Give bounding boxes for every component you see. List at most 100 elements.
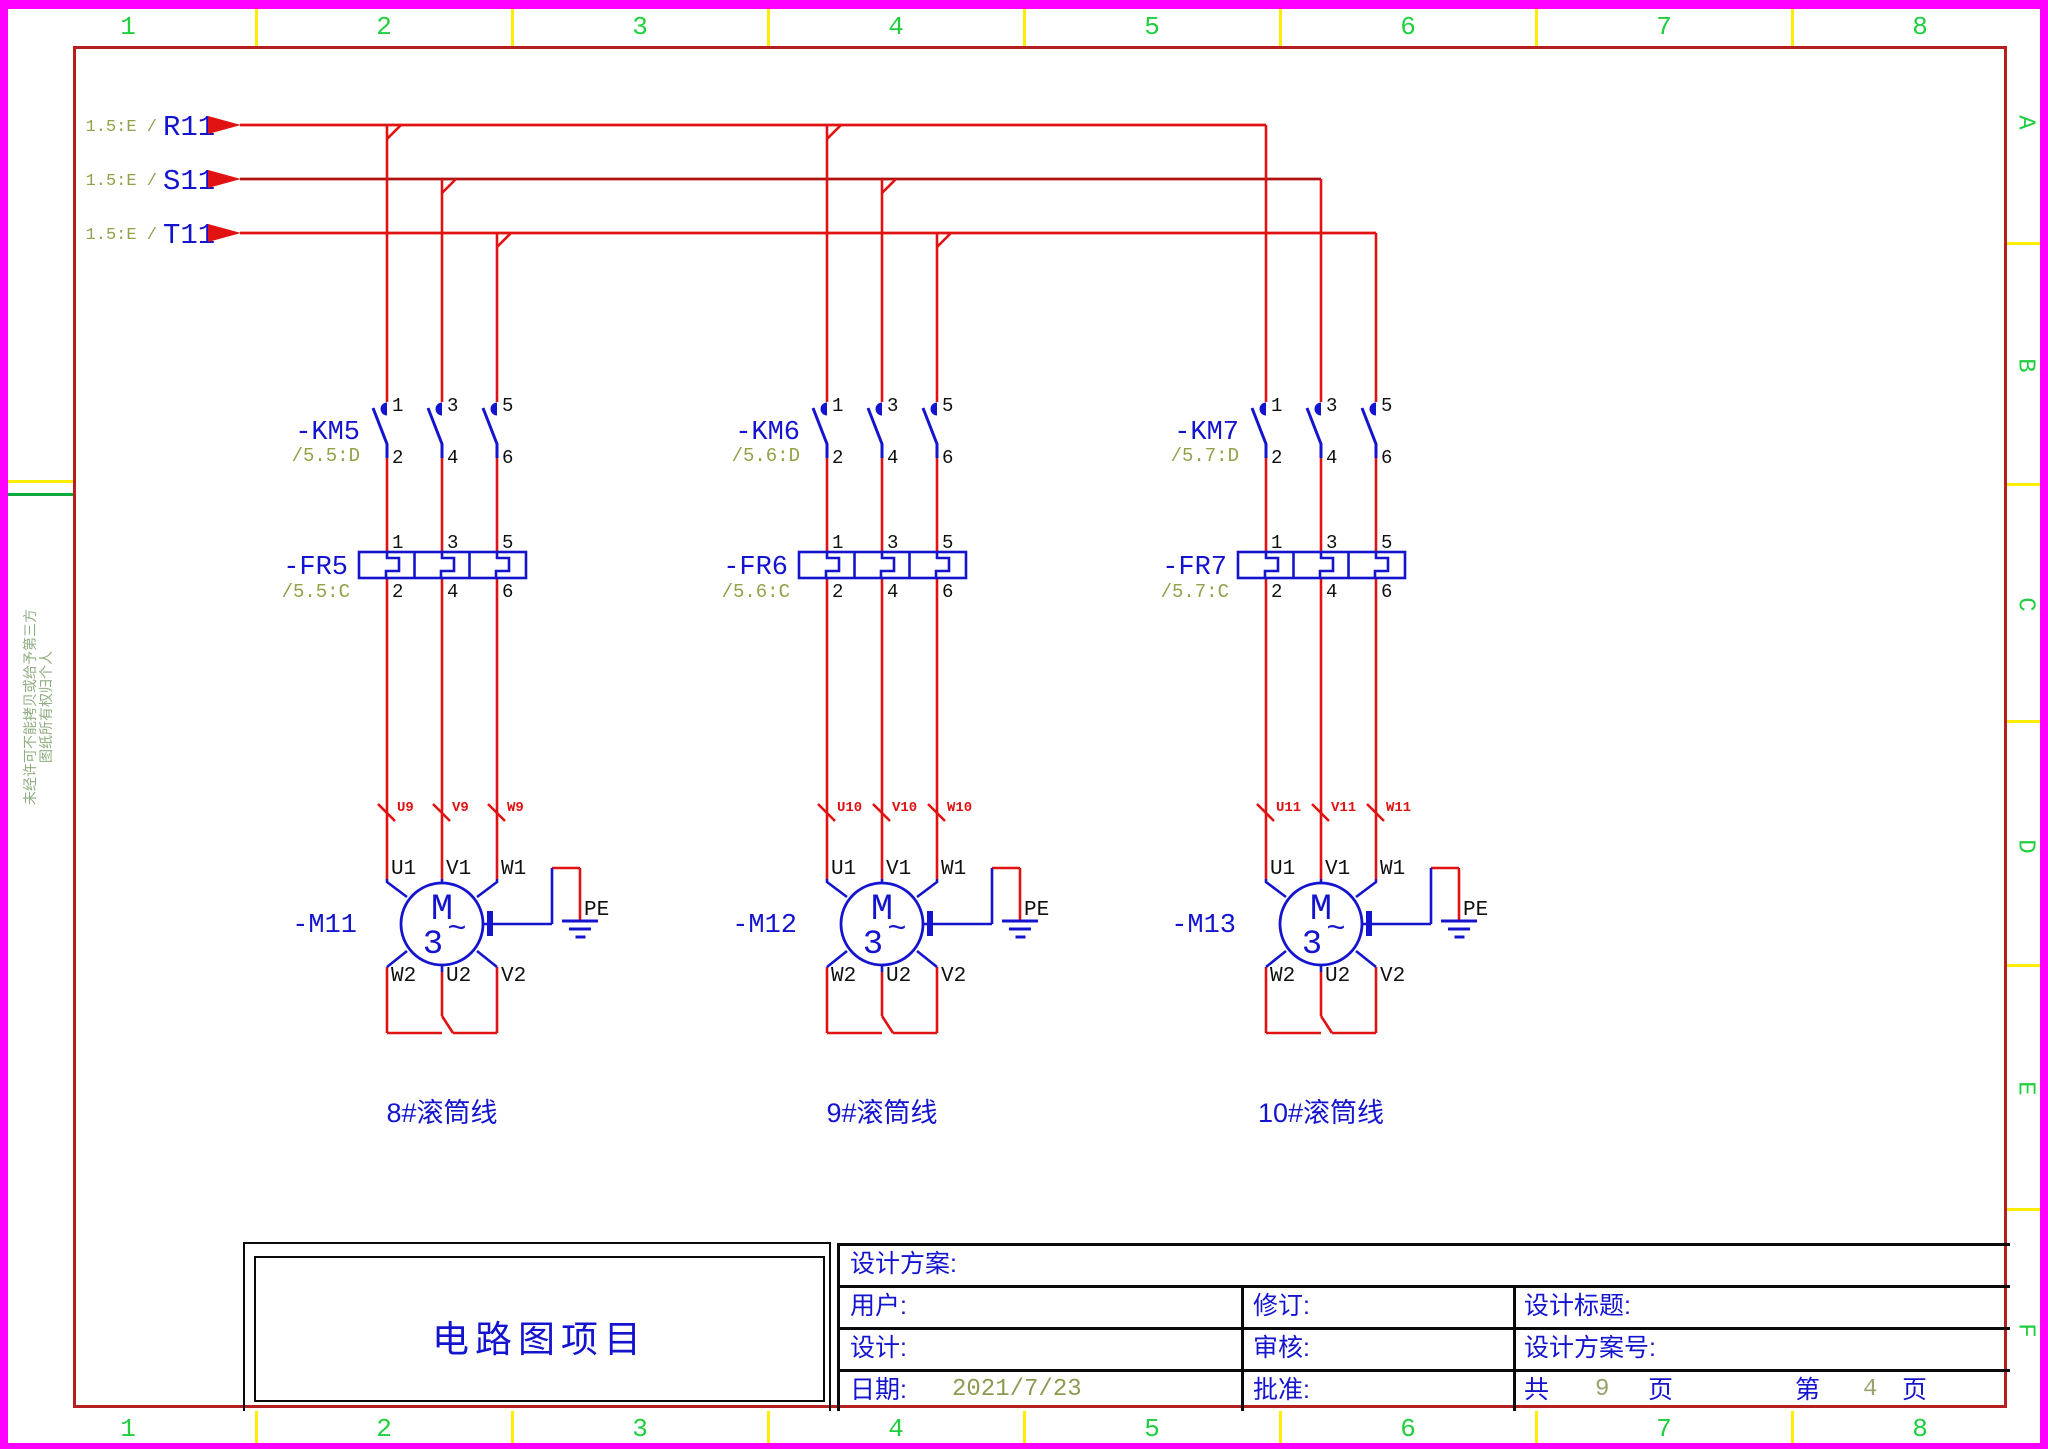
pe-terminal-bar bbox=[927, 911, 933, 936]
pe-terminal-bar bbox=[1366, 911, 1372, 936]
contactor-label: -KM5 bbox=[295, 418, 360, 448]
ground-icon bbox=[1002, 919, 1038, 939]
pin-label: 3 bbox=[887, 395, 898, 417]
project-title: 电路图项目 bbox=[432, 1319, 647, 1360]
phase-name-label: T11 bbox=[163, 219, 215, 252]
contactor-ref: /5.6:D bbox=[732, 445, 800, 467]
relay-ref: /5.7:C bbox=[1161, 581, 1229, 603]
thermal-relay-symbol bbox=[1236, 550, 1407, 580]
terminal-label: V1 bbox=[1325, 858, 1350, 881]
pin-label: 2 bbox=[392, 447, 403, 469]
branch-caption: 8#滚筒线 bbox=[386, 1098, 497, 1128]
motor-label: -M11 bbox=[292, 911, 357, 941]
pin-label: 4 bbox=[1326, 447, 1337, 469]
branch-wires bbox=[1256, 125, 1461, 1035]
pe-label: PE bbox=[584, 899, 609, 922]
col-label-top: 7 bbox=[1656, 12, 1672, 42]
contactor-label: -KM7 bbox=[1174, 418, 1239, 448]
phase-name-label: R11 bbox=[163, 111, 215, 144]
terminal-label: W2 bbox=[1270, 965, 1295, 988]
motor-symbol: M 3 ~ PE bbox=[1264, 868, 1488, 972]
contact-blades bbox=[1250, 407, 1378, 458]
contact-point bbox=[930, 402, 937, 416]
pe-label: PE bbox=[1024, 899, 1049, 922]
grid-tick bbox=[767, 1411, 770, 1443]
pin-label: 4 bbox=[887, 447, 898, 469]
pin-label: 3 bbox=[887, 532, 898, 554]
terminal-label: V1 bbox=[886, 858, 911, 881]
pe-terminal-bar bbox=[487, 911, 493, 936]
pin-label: 4 bbox=[887, 581, 898, 603]
motor-leads bbox=[1264, 868, 1433, 972]
grid-tick bbox=[1791, 1411, 1794, 1443]
relay-label: -FR6 bbox=[723, 553, 788, 583]
pin-label: 5 bbox=[1381, 395, 1392, 417]
design-title-label: 设计标题: bbox=[1524, 1292, 1631, 1320]
total-pages-value: 9 bbox=[1595, 1376, 1610, 1403]
phase-arrow-icon bbox=[208, 170, 241, 188]
grid-tick bbox=[1023, 9, 1026, 46]
fold-mark-green bbox=[8, 493, 73, 496]
motor-m-glyph: M bbox=[431, 889, 453, 931]
motor-label: -M12 bbox=[732, 911, 797, 941]
grid-tick bbox=[1791, 9, 1794, 46]
pin-label: 1 bbox=[832, 395, 843, 417]
motor-branch-2: M 3 ~ PE 1 3 5 2 4 6 1 3 5 2 4 6 -KM6 /5… bbox=[722, 125, 1049, 1128]
motor-leads bbox=[825, 868, 994, 972]
titleblock-line bbox=[837, 1285, 2010, 1288]
wire-label: U9 bbox=[397, 800, 414, 816]
contact-point bbox=[490, 402, 497, 416]
col-label-top: 2 bbox=[376, 12, 392, 42]
user-label: 用户: bbox=[850, 1292, 907, 1320]
titleblock-line bbox=[837, 1369, 2010, 1372]
pin-label: 6 bbox=[1381, 581, 1392, 603]
motor-label: -M13 bbox=[1171, 911, 1236, 941]
contact-point bbox=[1369, 402, 1376, 416]
col-label-bottom: 1 bbox=[120, 1414, 136, 1444]
thermal-relay-symbol bbox=[357, 550, 528, 580]
contact-point bbox=[1314, 402, 1321, 416]
audit-label: 审核: bbox=[1253, 1334, 1310, 1362]
pin-label: 3 bbox=[447, 532, 458, 554]
branch-wires bbox=[817, 125, 1022, 1035]
terminal-label: U2 bbox=[1325, 965, 1350, 988]
motor-tilde-glyph: ~ bbox=[887, 911, 906, 948]
pin-label: 3 bbox=[1326, 395, 1337, 417]
col-label-bottom: 8 bbox=[1912, 1414, 1928, 1444]
motor-tilde-glyph: ~ bbox=[1326, 911, 1345, 948]
motor-3-glyph: 3 bbox=[423, 926, 443, 964]
terminal-label: V2 bbox=[1380, 965, 1405, 988]
pin-label: 2 bbox=[832, 581, 843, 603]
terminal-label: U1 bbox=[831, 858, 856, 881]
col-label-top: 6 bbox=[1400, 12, 1416, 42]
contact-point bbox=[435, 402, 442, 416]
pin-label: 1 bbox=[392, 395, 403, 417]
terminal-label: W1 bbox=[501, 858, 526, 881]
wire-label: V9 bbox=[452, 800, 469, 816]
pin-label: 1 bbox=[832, 532, 843, 554]
contact-blades bbox=[811, 407, 939, 458]
page-number-value: 4 bbox=[1863, 1376, 1878, 1403]
motor-branch-1: M 3 ~ PE 1 3 5 2 4 6 1 3 5 2 4 6 -KM5 /5… bbox=[282, 125, 609, 1128]
pin-label: 2 bbox=[392, 581, 403, 603]
wire-label: V10 bbox=[892, 800, 917, 816]
wire-label: U10 bbox=[837, 800, 862, 816]
col-label-top: 1 bbox=[120, 12, 136, 42]
grid-tick bbox=[2007, 1208, 2040, 1211]
grid-tick bbox=[255, 1411, 258, 1443]
revise-label: 修订: bbox=[1253, 1292, 1310, 1320]
contactor-ref: /5.5:D bbox=[292, 445, 360, 467]
titleblock-line bbox=[837, 1327, 2010, 1330]
terminal-label: W1 bbox=[1380, 858, 1405, 881]
pin-label: 5 bbox=[942, 395, 953, 417]
pe-label: PE bbox=[1463, 899, 1488, 922]
pin-label: 1 bbox=[1271, 532, 1282, 554]
contact-blades bbox=[371, 407, 499, 458]
terminal-label: W1 bbox=[941, 858, 966, 881]
motor-3-glyph: 3 bbox=[863, 926, 883, 964]
col-label-top: 8 bbox=[1912, 12, 1928, 42]
grid-tick bbox=[1023, 1411, 1026, 1443]
phase-ref-label: 1.5:E / bbox=[86, 118, 157, 137]
titleblock-line bbox=[1241, 1285, 1244, 1411]
